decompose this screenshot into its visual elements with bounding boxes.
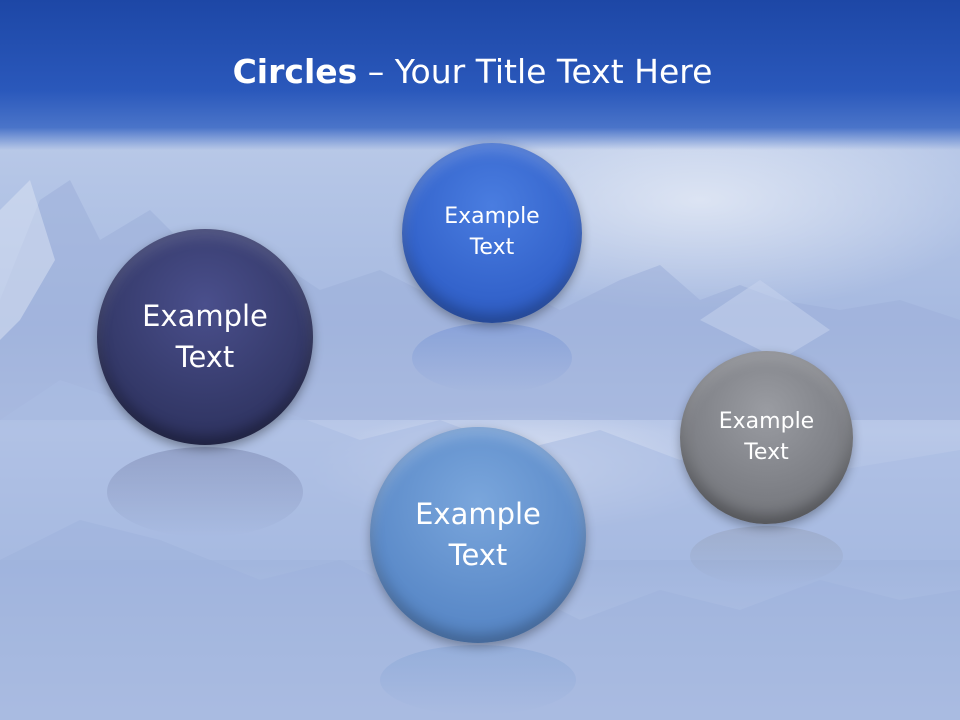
circle-label: Example Text bbox=[142, 299, 268, 374]
circle-reflection bbox=[412, 323, 572, 393]
title-rest: – Your Title Text Here bbox=[357, 52, 713, 91]
circle-reflection bbox=[380, 645, 576, 715]
circle-label: Example Text bbox=[444, 204, 540, 260]
circle-dark-navy[interactable]: Example Text bbox=[97, 229, 313, 445]
circle-gray[interactable]: Example Text bbox=[680, 351, 853, 524]
circle-blue[interactable]: Example Text bbox=[402, 143, 582, 323]
title-banner bbox=[0, 0, 960, 150]
circle-label: Example Text bbox=[415, 497, 541, 572]
circle-reflection bbox=[690, 526, 843, 586]
circle-label: Example Text bbox=[718, 408, 815, 465]
circle-light-blue[interactable]: Example Text bbox=[370, 427, 586, 643]
title-bold: Circles bbox=[232, 52, 358, 91]
slide-title: Circles – Your Title Text Here bbox=[0, 52, 945, 91]
circle-reflection bbox=[107, 447, 303, 537]
